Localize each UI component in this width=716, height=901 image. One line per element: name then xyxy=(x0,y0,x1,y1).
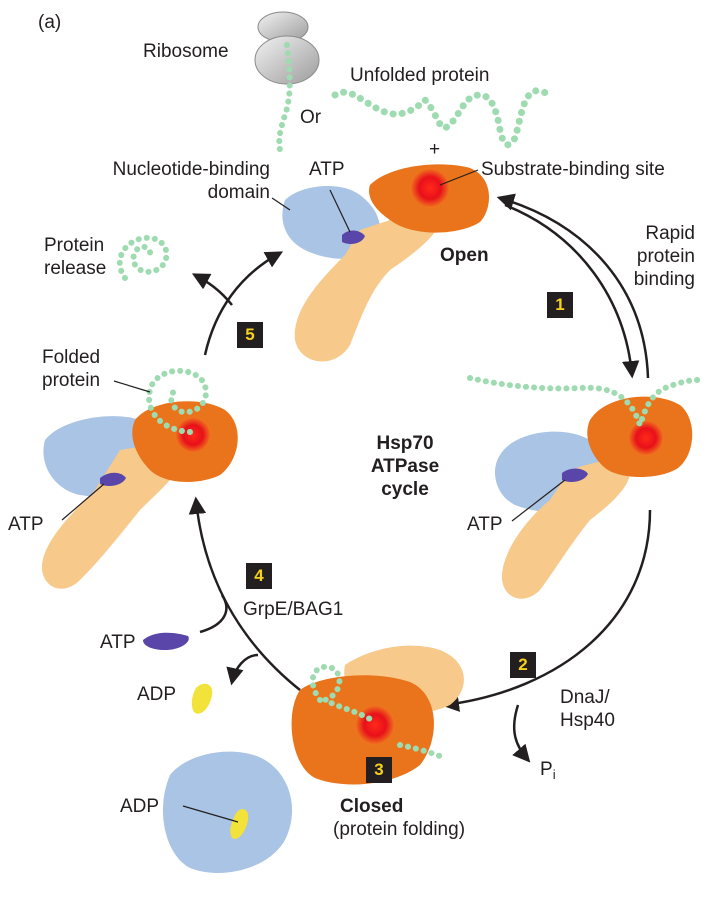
center-title: Hsp70 ATPase cycle xyxy=(355,432,455,501)
hsp70-bound-state xyxy=(467,375,701,599)
pr-line-1: Protein xyxy=(44,235,105,256)
atp-top-label: ATP xyxy=(309,159,345,180)
bound-peptide-chain xyxy=(467,375,701,435)
hsp70-open-state xyxy=(282,164,490,362)
arrow-step5 xyxy=(203,251,284,356)
nucleotide-binding-domain-label: Nucleotide-binding domain xyxy=(75,158,270,204)
arrow-step1-forward xyxy=(504,203,640,379)
substrate-binding-site-bottom xyxy=(355,705,395,745)
protein-folding-label: (protein folding) xyxy=(333,819,466,840)
atp-left-label: ATP xyxy=(8,514,44,535)
atp-right-icon xyxy=(562,468,588,482)
atp-right-label: ATP xyxy=(467,514,503,535)
hsp70-release-state xyxy=(41,367,238,589)
linker-lid-right xyxy=(501,460,631,599)
dnaj-line-1: DnaJ/ xyxy=(560,687,610,708)
fp-line-2: protein xyxy=(42,370,101,391)
substrate-binding-site-top xyxy=(410,168,450,208)
nbd-line-2: domain xyxy=(207,182,270,203)
step-2-badge: 2 xyxy=(510,652,536,678)
arrow-step1-reverse xyxy=(496,193,650,379)
cycle-arrows xyxy=(188,193,652,763)
rapid-protein-binding-label: Rapid protein binding xyxy=(585,222,695,291)
or-label: Or xyxy=(300,107,322,128)
dnaj-hsp40-label: DnaJ/ Hsp40 xyxy=(560,686,615,732)
panel-label: (a) xyxy=(38,12,62,33)
arrow-step4 xyxy=(188,496,301,691)
ribosome-label: Ribosome xyxy=(143,41,229,62)
rpb-line-1: Rapid xyxy=(645,223,695,244)
released-protein-coil xyxy=(116,234,170,281)
nbd-line-1: Nucleotide-binding xyxy=(112,159,270,180)
pr-line-2: release xyxy=(44,258,107,279)
adp-released-icon xyxy=(191,683,213,714)
unfolded-protein-chain xyxy=(331,87,556,149)
folded-protein-label: Folded protein xyxy=(42,346,100,392)
adp-released-label: ADP xyxy=(137,684,177,705)
folding-protein-chain xyxy=(309,663,448,761)
plus-label: + xyxy=(429,139,441,160)
open-state-label: Open xyxy=(440,245,489,266)
closed-state-label: Closed xyxy=(340,796,404,817)
adp-bottom-label: ADP xyxy=(120,796,160,817)
grpe-bag1-label: GrpE/BAG1 xyxy=(243,599,344,620)
unfolded-protein-label: Unfolded protein xyxy=(350,65,490,86)
nascent-chain xyxy=(276,42,293,153)
arrow-step2 xyxy=(441,509,652,712)
pi-label: Pi xyxy=(540,758,556,786)
step-4-badge: 4 xyxy=(246,563,272,589)
center-title-line-3: cycle xyxy=(381,479,429,500)
step-1-badge: 1 xyxy=(547,292,573,318)
linker-lid-top xyxy=(294,211,441,362)
atp-exchange-label: ATP xyxy=(100,632,136,653)
leader-lines xyxy=(61,169,566,823)
hsp70-closed-state xyxy=(162,645,464,873)
folded-protein-coil xyxy=(146,367,209,435)
rpb-line-3: binding xyxy=(633,269,695,290)
linker-lid-left xyxy=(41,445,181,589)
protein-release-label: Protein release xyxy=(44,234,106,280)
rpb-line-2: protein xyxy=(636,246,695,267)
center-title-line-1: Hsp70 xyxy=(376,433,434,454)
dnaj-line-2: Hsp40 xyxy=(560,710,615,731)
substrate-binding-site-label: Substrate-binding site xyxy=(481,159,665,180)
atp-top-icon xyxy=(342,230,365,244)
adp-bottom-icon xyxy=(230,808,249,839)
arrow-atp-in xyxy=(199,594,228,634)
substrate-binding-site-left xyxy=(175,417,211,453)
fp-line-1: Folded xyxy=(42,347,101,368)
nucleotide-domain-bottom xyxy=(162,751,293,873)
pi-main: P xyxy=(540,759,553,780)
pi-subscript: i xyxy=(552,767,556,782)
step-3-badge: 3 xyxy=(366,757,392,783)
atp-exchange-icon xyxy=(143,632,189,650)
arrow-pi-release xyxy=(512,704,531,763)
arrow-adp-out xyxy=(226,653,259,686)
center-title-line-2: ATPase xyxy=(370,456,440,477)
substrate-binding-site-right xyxy=(628,420,664,456)
atp-left-icon xyxy=(100,472,126,486)
step-5-badge: 5 xyxy=(237,322,263,348)
arrow-release xyxy=(191,273,233,306)
